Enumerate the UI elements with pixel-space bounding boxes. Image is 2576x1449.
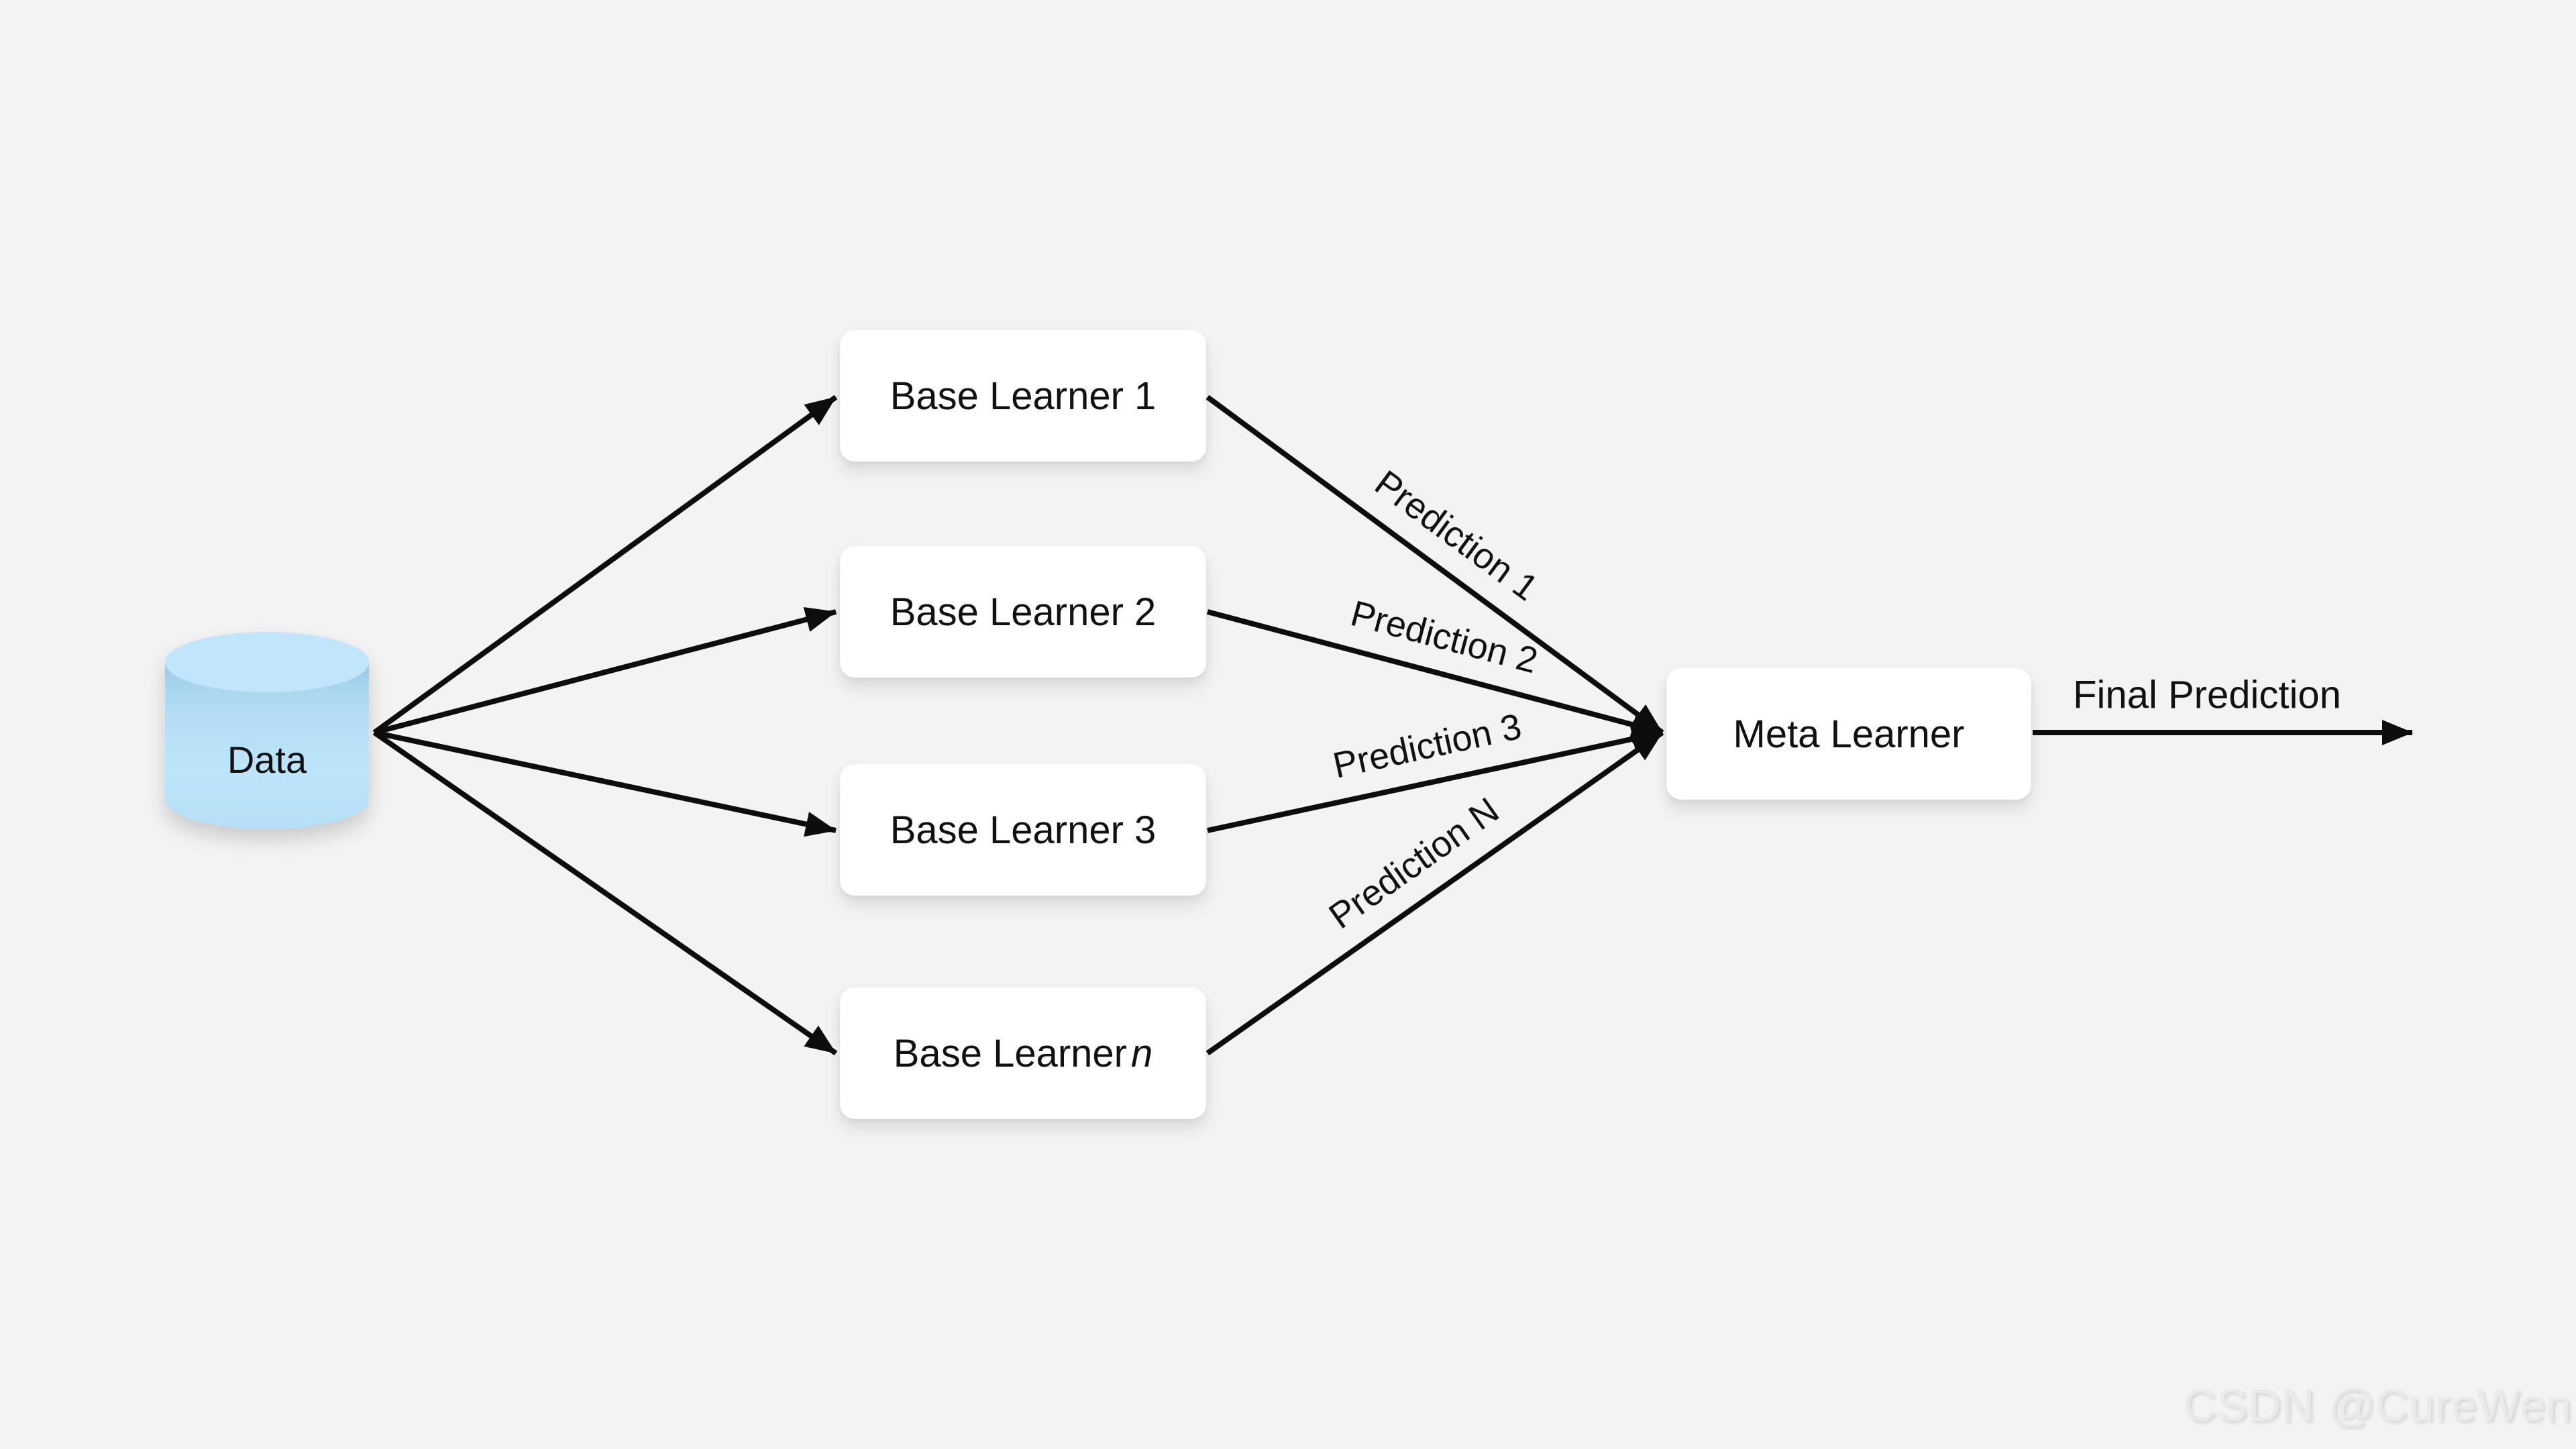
base-learner-n-variable: n <box>1130 1031 1153 1075</box>
base-learner-n-label: Base Learner <box>893 1031 1127 1075</box>
base-learner-2-node: Base Learner 2 <box>840 546 1206 678</box>
edge-prediction-n <box>1205 730 1664 1056</box>
base-learner-3-label: Base Learner 3 <box>890 808 1157 852</box>
edge-prediction-2 <box>1206 609 1664 737</box>
base-learner-1-node: Base Learner 1 <box>840 330 1206 462</box>
edge-data-to-base-learner-n <box>372 730 838 1056</box>
base-learner-1-label: Base Learner 1 <box>890 374 1157 418</box>
meta-learner-node: Meta Learner <box>1666 668 2031 800</box>
meta-learner-label: Meta Learner <box>1733 712 1965 756</box>
data-node-label: Data <box>227 739 307 781</box>
base-learner-2-label: Base Learner 2 <box>890 590 1157 634</box>
base-learner-3-node: Base Learner 3 <box>840 764 1206 896</box>
edge-data-to-base-learner-3 <box>374 730 837 837</box>
watermark-text: CSDN @CureWen <box>2183 1380 2572 1431</box>
edge-prediction-1 <box>1205 394 1664 735</box>
data-cylinder-icon <box>165 632 369 829</box>
final-prediction-edge-label: Final Prediction <box>2073 673 2341 717</box>
edge-data-to-base-learner-2 <box>373 607 837 735</box>
edge-prediction-3 <box>1207 726 1663 833</box>
edge-data-to-base-learner-1 <box>372 394 838 735</box>
